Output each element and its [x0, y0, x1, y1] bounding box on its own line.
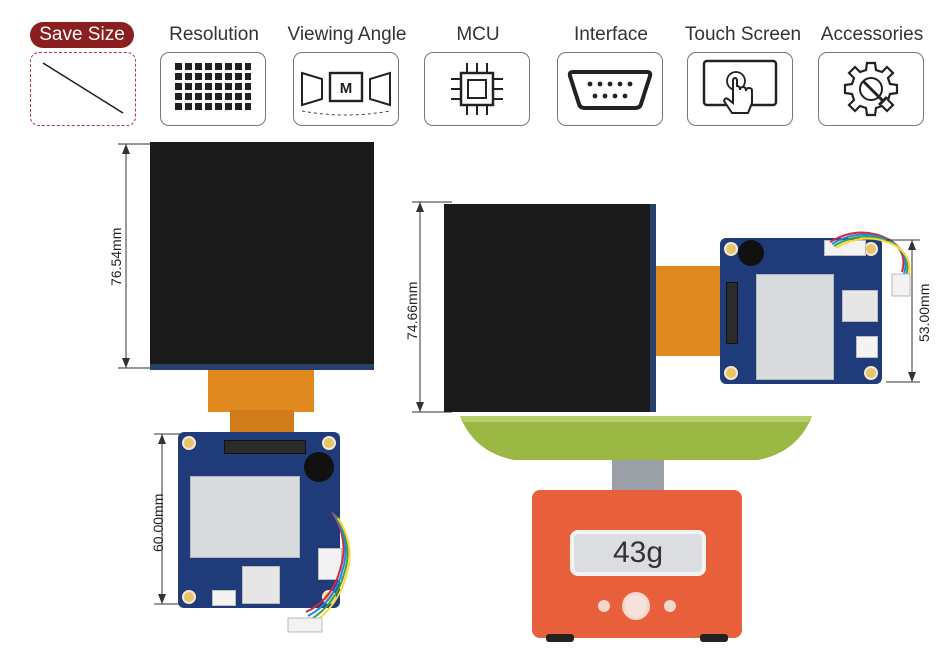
scale-post [612, 460, 664, 494]
scale-plate [460, 416, 812, 460]
flex-cable [208, 370, 314, 412]
tab-label: Accessories [820, 24, 924, 45]
mount-hole [322, 436, 336, 450]
sd-card-slot [242, 566, 280, 604]
scale-foot [700, 634, 728, 642]
tab-label: MCU [456, 24, 500, 45]
db9-port-icon [557, 52, 663, 126]
buzzer-side [738, 240, 764, 266]
lcd-height-dimension-line [412, 201, 452, 413]
diagonal-line-icon [30, 52, 136, 126]
pcb-height-label: 60.00mm [150, 493, 166, 552]
lcd-panel-side [444, 204, 656, 412]
fpc-connector-side [726, 282, 738, 344]
side-pcb-height-dimension-line [886, 239, 920, 383]
tab-accessories[interactable]: Accessories [818, 18, 926, 130]
tab-label: Interface [574, 24, 648, 45]
tab-interface[interactable]: Interface [557, 18, 665, 130]
scale-foot [546, 634, 574, 642]
side-lcd-height-label: 74.66mm [404, 281, 420, 340]
viewing-angle-letter: M [340, 80, 353, 97]
tab-label: Save Size [30, 22, 134, 48]
scale-button-left[interactable] [598, 600, 610, 612]
mount-hole [864, 366, 878, 380]
tab-touch-screen[interactable]: Touch Screen [681, 18, 805, 130]
scale-button-right[interactable] [664, 600, 676, 612]
lcd-panel [150, 142, 374, 370]
colored-wires-side [829, 231, 911, 297]
viewing-angle-icon: M [293, 52, 399, 126]
touch-hand-icon [687, 52, 793, 126]
gear-wrench-icon [818, 52, 924, 126]
fpc-connector [224, 440, 306, 454]
sd-card-slot-side [842, 290, 878, 322]
mount-hole [724, 366, 738, 380]
usb-connector [212, 590, 236, 606]
flex-cable-side [656, 266, 720, 356]
tab-viewing-angle[interactable]: Viewing Angle M [283, 18, 411, 130]
tab-save-size[interactable]: Save Size [30, 18, 138, 130]
weight-display: 43g [570, 530, 706, 576]
shield-can [190, 476, 300, 558]
scale-power-button[interactable] [622, 592, 650, 620]
mount-hole [724, 242, 738, 256]
mount-hole [182, 436, 196, 450]
colored-wires [287, 511, 351, 633]
usb-connector-side [856, 336, 878, 358]
buzzer [304, 452, 334, 482]
lcd-height-label: 76.54mm [108, 227, 124, 286]
tab-resolution[interactable]: Resolution [160, 18, 268, 130]
chip-icon [424, 52, 530, 126]
tab-label: Viewing Angle [287, 24, 407, 45]
pixel-grid-icon [160, 52, 266, 126]
tab-label: Resolution [169, 24, 259, 45]
tab-mcu[interactable]: MCU [424, 18, 532, 130]
tab-label: Touch Screen [684, 24, 802, 45]
shield-can-side [756, 274, 834, 380]
mount-hole [182, 590, 196, 604]
side-pcb-height-label: 53.00mm [916, 283, 932, 342]
